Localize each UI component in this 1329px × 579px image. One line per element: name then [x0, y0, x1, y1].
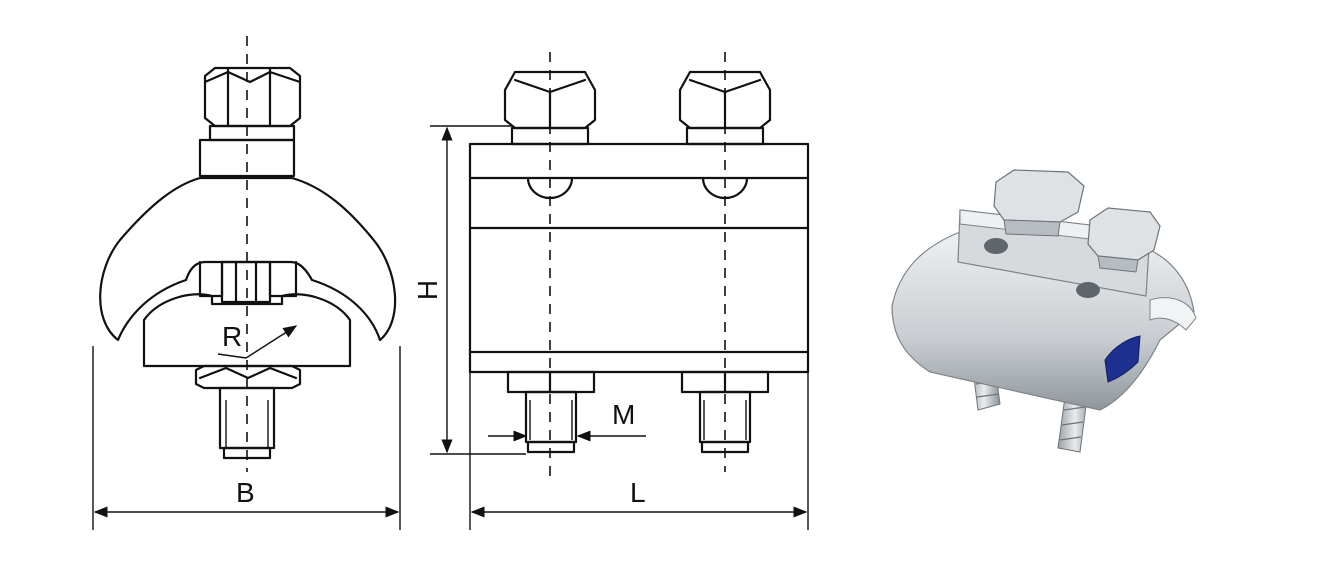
front-arch-body	[99, 176, 397, 342]
front-bottom-bolt	[194, 364, 302, 460]
clamp-product-photo-icon	[891, 169, 1197, 453]
radius-label: R	[222, 321, 242, 352]
width-label: B	[236, 477, 255, 508]
front-lower-saddle	[142, 293, 352, 368]
side-body-outline	[468, 142, 810, 374]
length-label: L	[630, 477, 646, 508]
bolt-label: M	[612, 399, 635, 430]
front-view-drawing: R B	[92, 36, 401, 530]
height-label: H	[412, 280, 443, 300]
side-view-drawing: H M L	[412, 52, 810, 530]
front-top-nut	[198, 66, 302, 178]
front-inner-jaw	[198, 260, 298, 298]
radius-leader	[245, 325, 298, 359]
side-bottom-bolt-left	[506, 370, 596, 454]
